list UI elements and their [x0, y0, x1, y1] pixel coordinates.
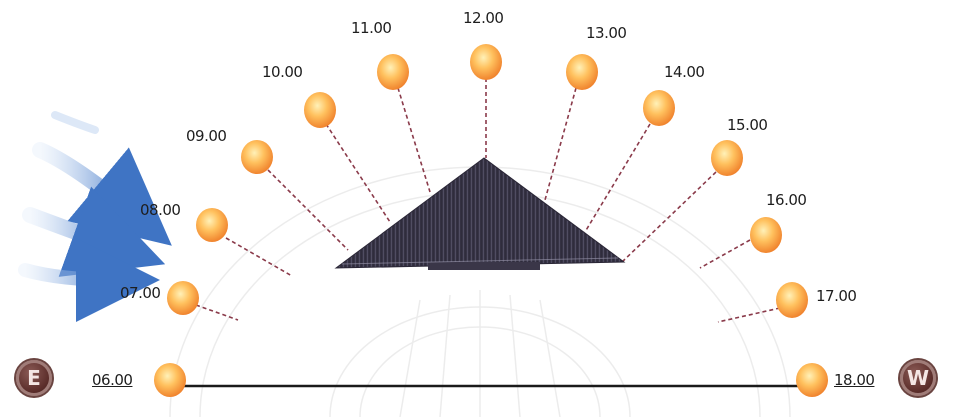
hour-label-0900: 09.00 [186, 127, 227, 145]
sun-1700 [776, 282, 808, 318]
sun-1400 [643, 90, 675, 126]
sun-1100 [377, 54, 409, 90]
east-label: E [27, 366, 41, 390]
west-label: W [906, 366, 930, 390]
ray-1300 [544, 87, 577, 201]
ray-0900 [267, 169, 349, 251]
wind-arrows [18, 111, 172, 322]
sun-1300 [566, 54, 598, 90]
ray-1600 [699, 239, 751, 269]
hour-label-0800: 08.00 [140, 201, 181, 219]
building-roof [334, 157, 626, 270]
sun-1500 [711, 140, 743, 176]
sun-0800 [196, 208, 228, 242]
sun-0700 [167, 281, 199, 315]
sun-1200 [470, 44, 502, 80]
hour-label-1500: 15.00 [727, 116, 768, 134]
sun-0900 [241, 140, 273, 174]
hour-label-1600: 16.00 [766, 191, 807, 209]
east-badge: E [16, 360, 52, 396]
hour-label-1000: 10.00 [262, 63, 303, 81]
ray-1500 [621, 171, 717, 263]
ray-1000 [325, 123, 391, 223]
hour-label-1300: 13.00 [586, 24, 627, 42]
ray-1700 [717, 307, 781, 323]
hour-label-1200: 12.00 [463, 9, 504, 27]
west-badge: W [900, 360, 936, 396]
sun-positions [154, 44, 828, 397]
hour-label-1100: 11.00 [351, 19, 392, 37]
sun-1000 [304, 92, 336, 128]
sun-0600 [154, 363, 186, 397]
sun-1600 [750, 217, 782, 253]
hour-label-1700: 17.00 [816, 287, 857, 305]
hour-label-1400: 14.00 [664, 63, 705, 81]
hour-label-0600: 06.00 [92, 371, 133, 389]
ray-1400 [584, 123, 651, 233]
sun-rays [195, 78, 781, 323]
sun-1800 [796, 363, 828, 397]
hour-label-0700: 07.00 [120, 284, 161, 302]
hour-label-1800: 18.00 [834, 371, 875, 389]
ray-0800 [225, 237, 293, 277]
ray-1100 [397, 87, 431, 193]
ray-0700 [195, 304, 239, 321]
